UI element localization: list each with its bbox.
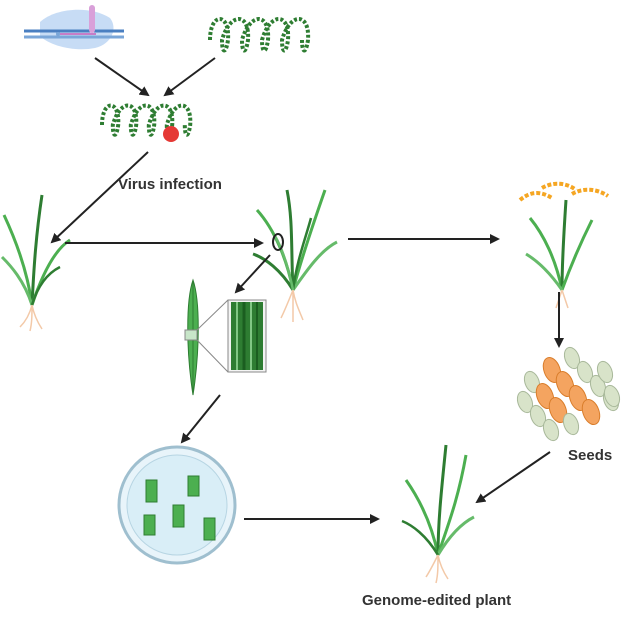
viral-vector-icon — [208, 17, 311, 53]
cargo-spot — [163, 126, 179, 142]
arrow-vector-to-virus — [163, 57, 216, 97]
seed-icon — [548, 396, 568, 424]
arrow-seeds-to-edited-plant — [475, 451, 551, 504]
rice-plant-icon-panicle — [518, 181, 610, 309]
seed-icon — [576, 360, 594, 384]
seed-icon — [516, 390, 534, 414]
seed-icon — [581, 398, 601, 426]
rice-plant-icon-mature — [252, 189, 338, 322]
arrow-construct-to-virus — [94, 57, 150, 97]
arrow-plant2-to-leaf — [234, 254, 271, 294]
seed-icon — [562, 412, 580, 436]
petri-dish-icon — [117, 445, 237, 565]
rice-plant-icon-edited — [401, 444, 475, 584]
seeds-label: Seeds — [568, 447, 613, 464]
genome-edited-plant-label: Genome-edited plant — [362, 592, 512, 609]
seed-icon — [596, 360, 614, 384]
seed-icon — [542, 418, 560, 442]
sampling-ring-icon — [272, 233, 284, 251]
seed-icon — [563, 346, 581, 370]
seed-icon — [603, 384, 621, 408]
seed-icon — [529, 404, 547, 428]
seed-icon — [589, 374, 607, 398]
rice-plant-icon-infected — [0, 194, 71, 332]
recombinant-virus-icon — [100, 103, 193, 142]
seed-cluster-icon — [516, 346, 621, 442]
leaf-section-icon — [184, 278, 267, 396]
virus-infection-label: Virus infection — [118, 176, 222, 193]
arrow-infection-to-plant — [50, 151, 149, 244]
crispr-construct-icon — [24, 5, 124, 50]
arrow-leaf-to-dish — [180, 394, 221, 444]
